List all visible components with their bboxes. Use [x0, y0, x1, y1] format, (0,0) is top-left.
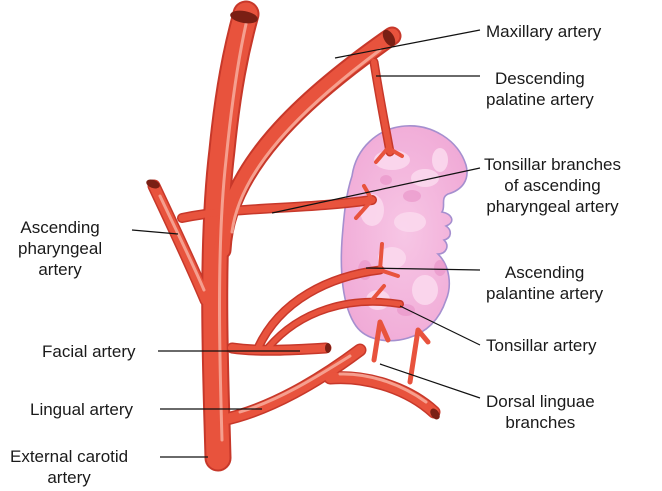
label-facial-artery: Facial artery — [42, 341, 136, 362]
label-lingual-artery: Lingual artery — [30, 399, 133, 420]
label-tonsillar-branches: Tonsillar branches of ascending pharynge… — [484, 154, 621, 217]
label-dorsal-linguae-branches: Dorsal linguae branches — [486, 391, 595, 433]
label-ascending-pharyngeal-artery: Ascending pharyngeal artery — [18, 217, 102, 280]
label-external-carotid-artery: External carotid artery — [10, 446, 128, 488]
leader-maxillary — [335, 30, 480, 58]
label-maxillary-artery: Maxillary artery — [486, 21, 601, 42]
label-ascending-palantine-artery: Ascending palantine artery — [486, 262, 603, 304]
facial-artery-vessel — [232, 348, 326, 350]
label-descending-palatine-artery: Descending palatine artery — [486, 68, 594, 110]
label-tonsillar-artery: Tonsillar artery — [486, 335, 597, 356]
